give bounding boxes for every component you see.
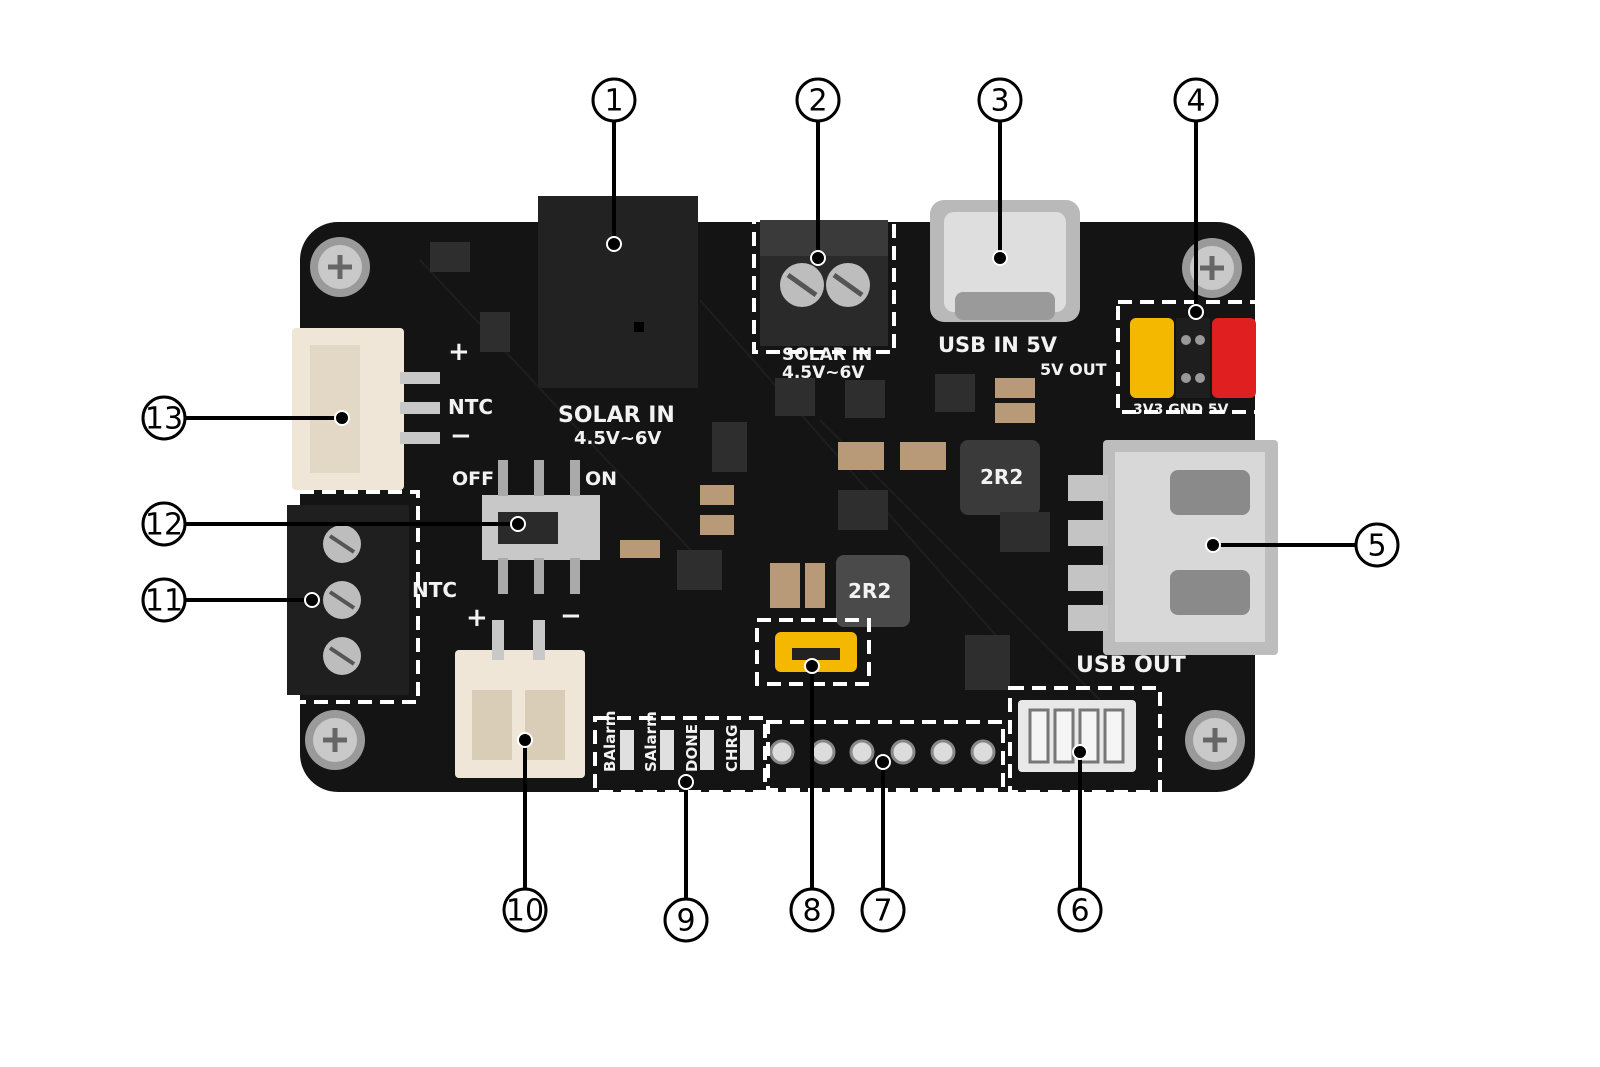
silk-inductor-2: 2R2 <box>848 579 891 603</box>
mounting-screw-bl <box>305 710 365 770</box>
mounting-screw-br <box>1185 710 1245 770</box>
solar-screw-terminal <box>760 220 888 346</box>
callout-leaders <box>186 122 1355 898</box>
silk-minus-1: − <box>450 421 472 451</box>
callout-10: 10 <box>506 894 544 929</box>
callout-13-circle <box>141 395 187 441</box>
callout-7: 7 <box>873 894 892 929</box>
callout-5: 5 <box>1367 529 1386 564</box>
silk-led-balarm: BAlarm <box>601 711 619 772</box>
silk-minus-2: − <box>560 601 582 631</box>
silk-5v-out: 5V OUT <box>1040 360 1107 379</box>
silk-solar-in: SOLAR IN <box>558 403 675 428</box>
smd-components <box>430 242 1050 690</box>
callout-11: 11 <box>145 584 183 619</box>
silk-on: ON <box>585 468 617 490</box>
silk-solar-in-small: SOLAR IN <box>782 345 872 365</box>
callout-13: 13 <box>145 402 183 437</box>
battery-level-leds <box>1018 700 1136 772</box>
callout-9: 9 <box>676 904 695 939</box>
battery-connector <box>455 620 585 778</box>
silk-led-chrg: CHRG <box>723 725 741 772</box>
mounting-screw-tr <box>1182 238 1242 298</box>
callout-3: 3 <box>990 84 1009 119</box>
mounting-screw-tl <box>310 237 370 297</box>
silk-led-done: DONE <box>683 724 701 772</box>
callout-9-circle <box>663 897 709 943</box>
voltage-jumper-header <box>1130 318 1256 398</box>
callout-8: 8 <box>802 894 821 929</box>
silk-inductor-1: 2R2 <box>980 465 1023 489</box>
callout-5-circle <box>1354 522 1400 568</box>
callout-12: 12 <box>145 508 183 543</box>
callout-1-circle <box>591 77 637 123</box>
silk-plus-1: + <box>448 337 470 367</box>
silk-usb-out: USB OUT <box>1076 653 1186 678</box>
power-slide-switch <box>482 460 600 594</box>
silk-led-salarm: SAlarm <box>642 711 660 772</box>
callout-3-circle <box>977 77 1023 123</box>
solar-input-block <box>538 196 698 388</box>
inductor-2 <box>836 555 910 627</box>
callout-6: 6 <box>1070 894 1089 929</box>
callout-2-circle <box>795 77 841 123</box>
silk-solar-range-small: 4.5V~6V <box>782 363 865 383</box>
ntc-connector <box>292 328 440 490</box>
callout-7-circle <box>860 887 906 933</box>
silk-solar-range: 4.5V~6V <box>574 428 661 449</box>
callout-12-circle <box>141 501 187 547</box>
usb-a-port <box>1068 440 1278 655</box>
callout-6-circle <box>1057 887 1103 933</box>
silk-off: OFF <box>452 468 494 490</box>
ntc-screw-terminal <box>287 505 409 695</box>
callout-2: 2 <box>808 84 827 119</box>
callout-11-circle <box>141 577 187 623</box>
silk-usb-in: USB IN 5V <box>938 333 1058 357</box>
callout-10-circle <box>502 887 548 933</box>
inductor-1 <box>960 440 1040 515</box>
callout-4-circle <box>1173 77 1219 123</box>
status-leds <box>620 730 754 770</box>
callout-8-circle <box>789 887 835 933</box>
gpio-pin-holes <box>769 739 996 765</box>
callout-4: 4 <box>1186 84 1205 119</box>
callout-1: 1 <box>604 84 623 119</box>
silk-plus-2: + <box>466 603 488 633</box>
silk-ntc-top: NTC <box>448 395 493 419</box>
